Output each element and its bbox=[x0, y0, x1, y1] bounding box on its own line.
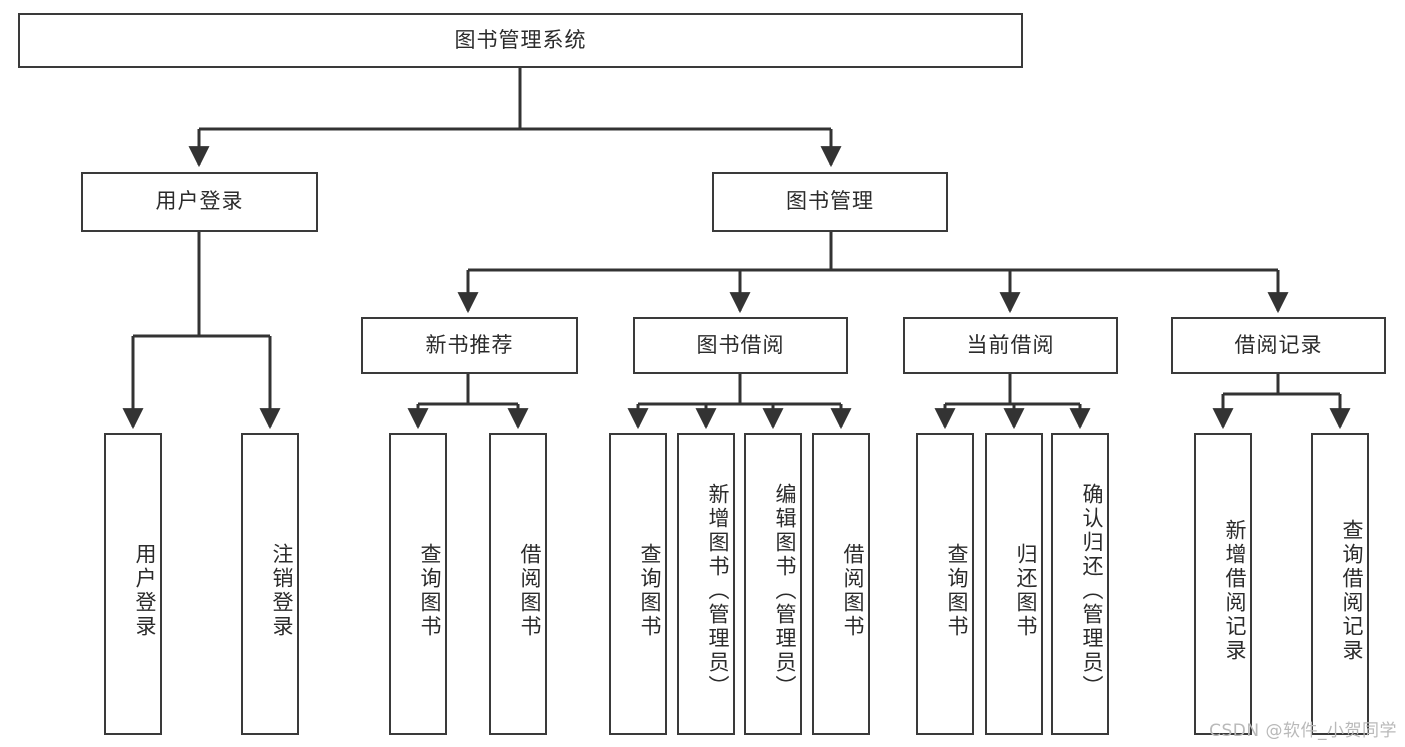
leaf-add-book-admin[interactable]: 新增图书（管理员） bbox=[677, 433, 735, 735]
node-label: 归还图书 bbox=[1014, 543, 1038, 639]
node-user-login[interactable]: 用户登录 bbox=[81, 172, 318, 232]
leaf-query-book-current[interactable]: 查询图书 bbox=[916, 433, 974, 735]
node-label: 当前借阅 bbox=[966, 332, 1055, 357]
node-label: 查询图书 bbox=[418, 543, 442, 639]
node-label: 新增借阅记录 bbox=[1223, 519, 1247, 663]
node-label: 新书推荐 bbox=[425, 332, 514, 357]
leaf-query-borrow-record[interactable]: 查询借阅记录 bbox=[1311, 433, 1369, 735]
node-borrow-record[interactable]: 借阅记录 bbox=[1171, 317, 1386, 374]
leaf-add-borrow-record[interactable]: 新增借阅记录 bbox=[1194, 433, 1252, 735]
node-label: 借阅图书 bbox=[841, 543, 865, 639]
leaf-edit-book-admin[interactable]: 编辑图书（管理员） bbox=[744, 433, 802, 735]
leaf-query-book-borrow[interactable]: 查询图书 bbox=[609, 433, 667, 735]
node-label: 借阅记录 bbox=[1234, 332, 1323, 357]
leaf-query-book-recommend[interactable]: 查询图书 bbox=[389, 433, 447, 735]
leaf-borrow-book-borrow[interactable]: 借阅图书 bbox=[812, 433, 870, 735]
node-label: 图书管理系统 bbox=[454, 27, 587, 52]
node-book-borrow[interactable]: 图书借阅 bbox=[633, 317, 848, 374]
node-label: 新增图书（管理员） bbox=[706, 483, 730, 699]
csdn-watermark: CSDN @软件_小贺同学 bbox=[1209, 721, 1397, 741]
node-current-borrow[interactable]: 当前借阅 bbox=[903, 317, 1118, 374]
leaf-user-login[interactable]: 用户登录 bbox=[104, 433, 162, 735]
node-label: 编辑图书（管理员） bbox=[773, 483, 797, 699]
node-book-manage[interactable]: 图书管理 bbox=[712, 172, 948, 232]
leaf-confirm-return-admin[interactable]: 确认归还（管理员） bbox=[1051, 433, 1109, 735]
node-label: 图书管理 bbox=[786, 189, 874, 214]
node-root-system[interactable]: 图书管理系统 bbox=[18, 13, 1023, 68]
node-label: 查询图书 bbox=[638, 543, 662, 639]
node-label: 用户登录 bbox=[133, 543, 157, 639]
node-label: 图书借阅 bbox=[696, 332, 785, 357]
node-label: 注销登录 bbox=[270, 543, 294, 639]
leaf-return-book[interactable]: 归还图书 bbox=[985, 433, 1043, 735]
node-new-book-recommend[interactable]: 新书推荐 bbox=[361, 317, 578, 374]
node-label: 查询图书 bbox=[945, 543, 969, 639]
leaf-borrow-book-recommend[interactable]: 借阅图书 bbox=[489, 433, 547, 735]
node-label: 查询借阅记录 bbox=[1340, 519, 1364, 663]
leaf-user-logout[interactable]: 注销登录 bbox=[241, 433, 299, 735]
node-label: 用户登录 bbox=[155, 189, 244, 214]
node-label: 确认归还（管理员） bbox=[1080, 483, 1104, 699]
node-label: 借阅图书 bbox=[518, 543, 542, 639]
